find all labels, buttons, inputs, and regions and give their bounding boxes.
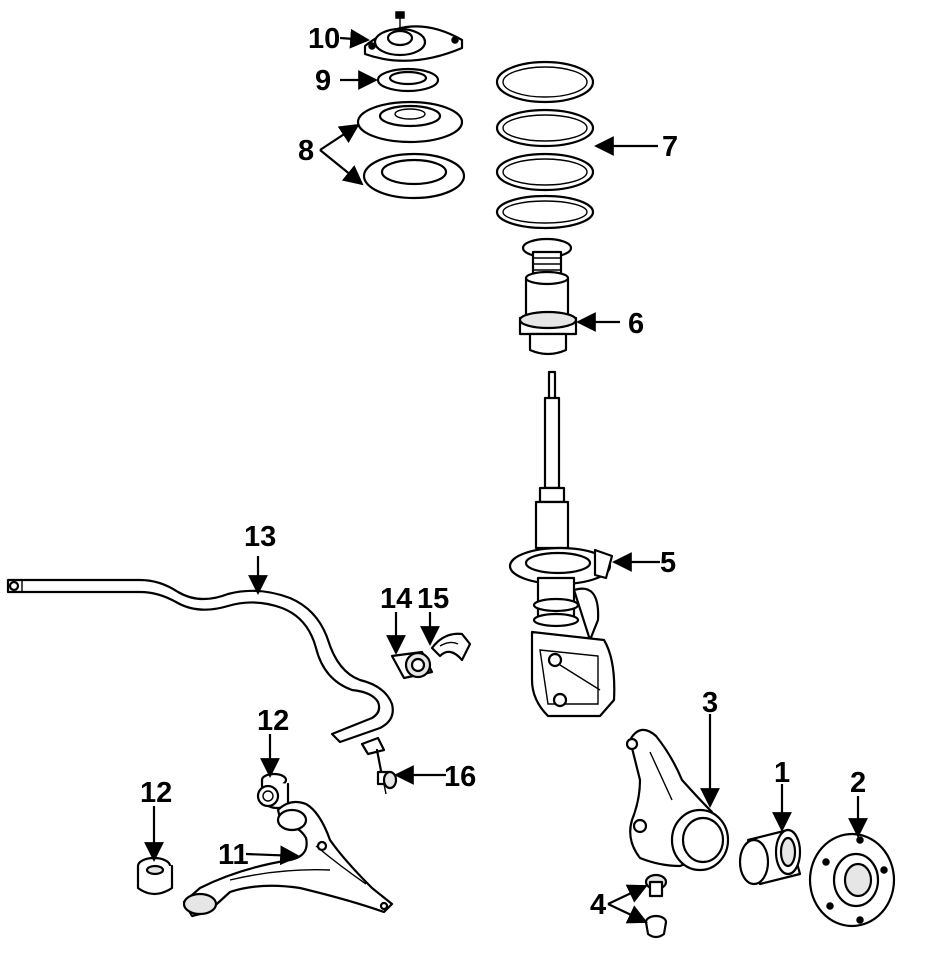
ball-joint-part-4-upper [644, 873, 668, 898]
callout-11: 11 [218, 839, 249, 871]
stabilizer-bushing-part-14 [390, 650, 434, 680]
stabilizer-bar-part-13 [6, 578, 394, 744]
wheel-bearing-part-1 [738, 828, 802, 886]
callout-7: 7 [662, 131, 678, 163]
wheel-hub-part-2 [808, 832, 896, 928]
leader-4b [607, 903, 648, 924]
bushing-bracket-part-15 [430, 632, 472, 662]
leader-8b [319, 149, 364, 186]
bump-stop-boot-part-6 [518, 237, 578, 356]
stabilizer-link-part-16 [360, 736, 398, 795]
leader-lines [144, 28, 868, 924]
steering-knuckle-part-3 [625, 728, 730, 872]
lower-control-arm-part-11 [182, 800, 394, 918]
callout-1: 1 [774, 757, 790, 789]
leader-4a [607, 884, 648, 905]
callout-3: 3 [702, 687, 718, 719]
callout-4: 4 [590, 889, 606, 921]
coil-spring-part-7 [495, 60, 595, 230]
control-arm-bushing-part-12-upper [256, 772, 290, 810]
callout-16: 16 [444, 761, 476, 793]
leader-10 [339, 28, 370, 49]
bearing-part-9 [376, 67, 440, 93]
callout-2: 2 [850, 767, 866, 799]
leader-8a [319, 123, 360, 151]
control-arm-bushing-part-12-lower [136, 856, 174, 896]
ball-joint-part-4-lower [644, 914, 668, 939]
callout-12-lower: 12 [140, 777, 172, 809]
callout-12-upper: 12 [257, 705, 289, 737]
callout-5: 5 [660, 547, 676, 579]
callout-14: 14 [380, 583, 412, 615]
callout-8: 8 [298, 135, 314, 167]
spring-seat-upper-part-8 [356, 100, 464, 144]
callout-9: 9 [315, 65, 331, 97]
callout-10: 10 [308, 23, 340, 55]
strut-mount-part-10 [363, 11, 464, 62]
spring-seat-lower-part-8 [362, 152, 466, 200]
callout-numbers: 10 9 8 7 6 5 13 14 15 16 12 12 11 3 1 2 … [140, 23, 866, 921]
callout-15: 15 [417, 583, 449, 615]
strut-assembly-part-5 [508, 370, 616, 718]
callout-13: 13 [244, 521, 276, 553]
leader-11 [245, 845, 300, 866]
callout-6: 6 [628, 308, 644, 340]
